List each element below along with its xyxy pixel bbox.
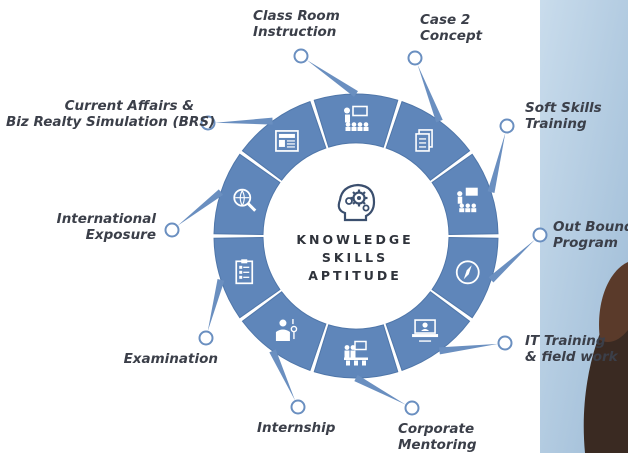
connector — [293, 48, 358, 97]
connector-dot — [404, 400, 420, 416]
person-hair — [599, 262, 628, 342]
background-photo — [540, 0, 628, 453]
connector-pointer — [269, 349, 296, 401]
label-current-affairs-brs: Current Affairs &Biz Realty Simulation (… — [6, 98, 216, 130]
connector-dot — [532, 227, 548, 243]
center-line-aptitude: APTITUDE — [308, 268, 402, 283]
connector — [354, 374, 420, 416]
connector — [487, 118, 515, 193]
connector-dot — [497, 335, 513, 351]
globe-magnifier-icon — [233, 188, 257, 212]
segment-presentation-audience — [431, 153, 499, 236]
connector-pointer — [487, 132, 506, 193]
segment-classroom-teacher — [313, 93, 399, 148]
segment-shape — [385, 291, 471, 371]
segment-documents — [385, 101, 471, 181]
connector — [164, 189, 224, 238]
segment-globe-magnifier — [213, 153, 281, 236]
doctor-intern-icon — [275, 319, 298, 342]
laptop-support-icon — [412, 319, 439, 342]
connector-dot — [200, 115, 216, 131]
connector — [269, 349, 306, 415]
segment-compass — [431, 236, 499, 319]
segment-shape — [313, 324, 399, 379]
center-line-skills: SKILLS — [321, 250, 389, 265]
segment-shape — [213, 153, 281, 236]
label-it-training-field-work: IT Training& field work — [525, 333, 618, 365]
classroom-teacher-icon — [344, 105, 369, 131]
connector — [198, 279, 225, 346]
label-internship: Internship — [257, 420, 336, 436]
connector-pointer — [177, 189, 224, 226]
connector — [488, 227, 548, 283]
connector-dot — [164, 222, 180, 238]
head-gears-icon — [337, 183, 376, 222]
segment-newspaper — [241, 101, 327, 181]
center-line-knowledge: KNOWLEDGE — [296, 232, 414, 247]
segment-shape — [431, 153, 499, 236]
segment-meeting — [313, 324, 399, 379]
connector-pointer — [488, 239, 535, 283]
compass-icon — [455, 260, 480, 285]
segment-shape — [313, 93, 399, 148]
segment-laptop-support — [385, 291, 471, 371]
connector-dot — [499, 118, 515, 134]
segment-doctor-intern — [241, 291, 327, 371]
connector-pointer — [354, 374, 406, 405]
connector-pointer — [417, 64, 443, 123]
connector-pointer — [439, 343, 499, 355]
connector-dot — [290, 399, 306, 415]
segment-exam-clipboard — [213, 236, 281, 319]
connector-dot — [407, 50, 423, 66]
documents-icon — [415, 129, 433, 152]
connector-pointer — [214, 117, 273, 125]
newspaper-icon — [275, 130, 299, 152]
connector-dot — [198, 330, 214, 346]
presentation-audience-icon — [457, 187, 478, 213]
meeting-icon — [344, 340, 368, 366]
connector — [439, 335, 513, 355]
label-examination: Examination — [123, 351, 218, 367]
connector-pointer — [306, 59, 358, 97]
connector-pointer — [207, 279, 225, 332]
connector-dot — [293, 48, 309, 64]
connector — [200, 115, 273, 131]
exam-clipboard-icon — [235, 259, 254, 285]
connector — [407, 50, 443, 123]
